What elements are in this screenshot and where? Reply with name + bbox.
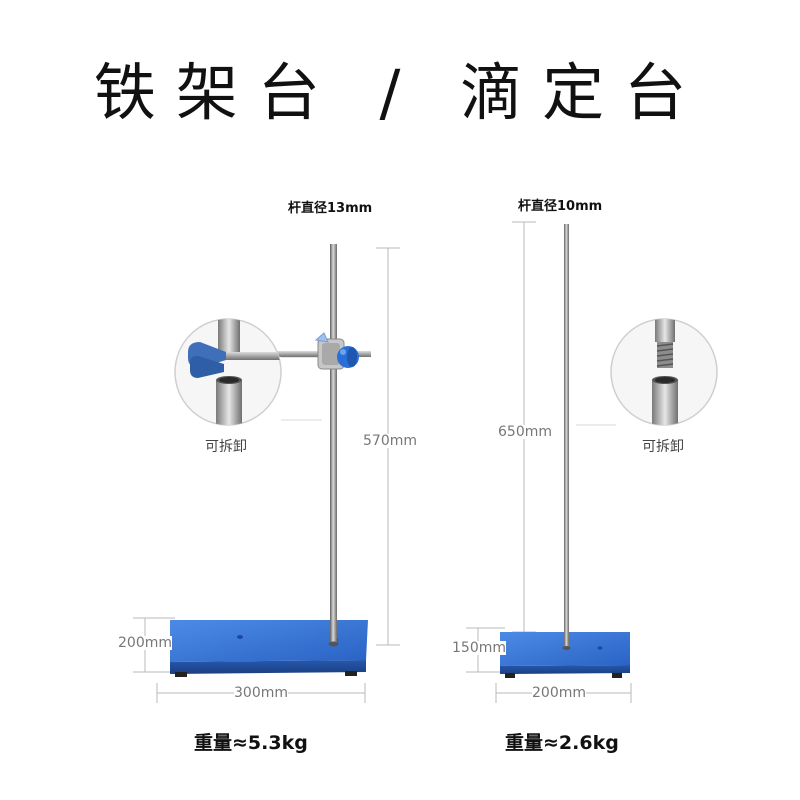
left-height-label: 570mm bbox=[363, 433, 417, 449]
page-title: 铁架台 / 滴定台 bbox=[93, 56, 707, 129]
left-depth-label: 200mm bbox=[118, 635, 172, 651]
left-base-plate bbox=[170, 620, 368, 677]
right-stand bbox=[466, 221, 718, 703]
left-weight-label: 重量≈5.3kg bbox=[194, 732, 308, 754]
right-weight-label: 重量≈2.6kg bbox=[505, 732, 619, 754]
left-rod-diameter-label: 杆直径13mm bbox=[288, 201, 373, 216]
right-width-label: 200mm bbox=[532, 685, 586, 701]
right-rod-diameter-label: 杆直径10mm bbox=[518, 199, 603, 214]
right-detachable-label: 可拆卸 bbox=[642, 439, 684, 455]
left-width-label: 300mm bbox=[234, 685, 288, 701]
right-depth-label: 150mm bbox=[452, 640, 506, 656]
left-detail-callout bbox=[174, 318, 282, 426]
right-rod bbox=[564, 224, 569, 648]
left-clamp bbox=[253, 332, 371, 370]
left-rod bbox=[330, 244, 337, 644]
left-stand bbox=[133, 244, 400, 703]
left-detachable-label: 可拆卸 bbox=[205, 439, 247, 455]
right-detail-callout bbox=[610, 318, 718, 426]
right-height-label: 650mm bbox=[498, 424, 552, 440]
